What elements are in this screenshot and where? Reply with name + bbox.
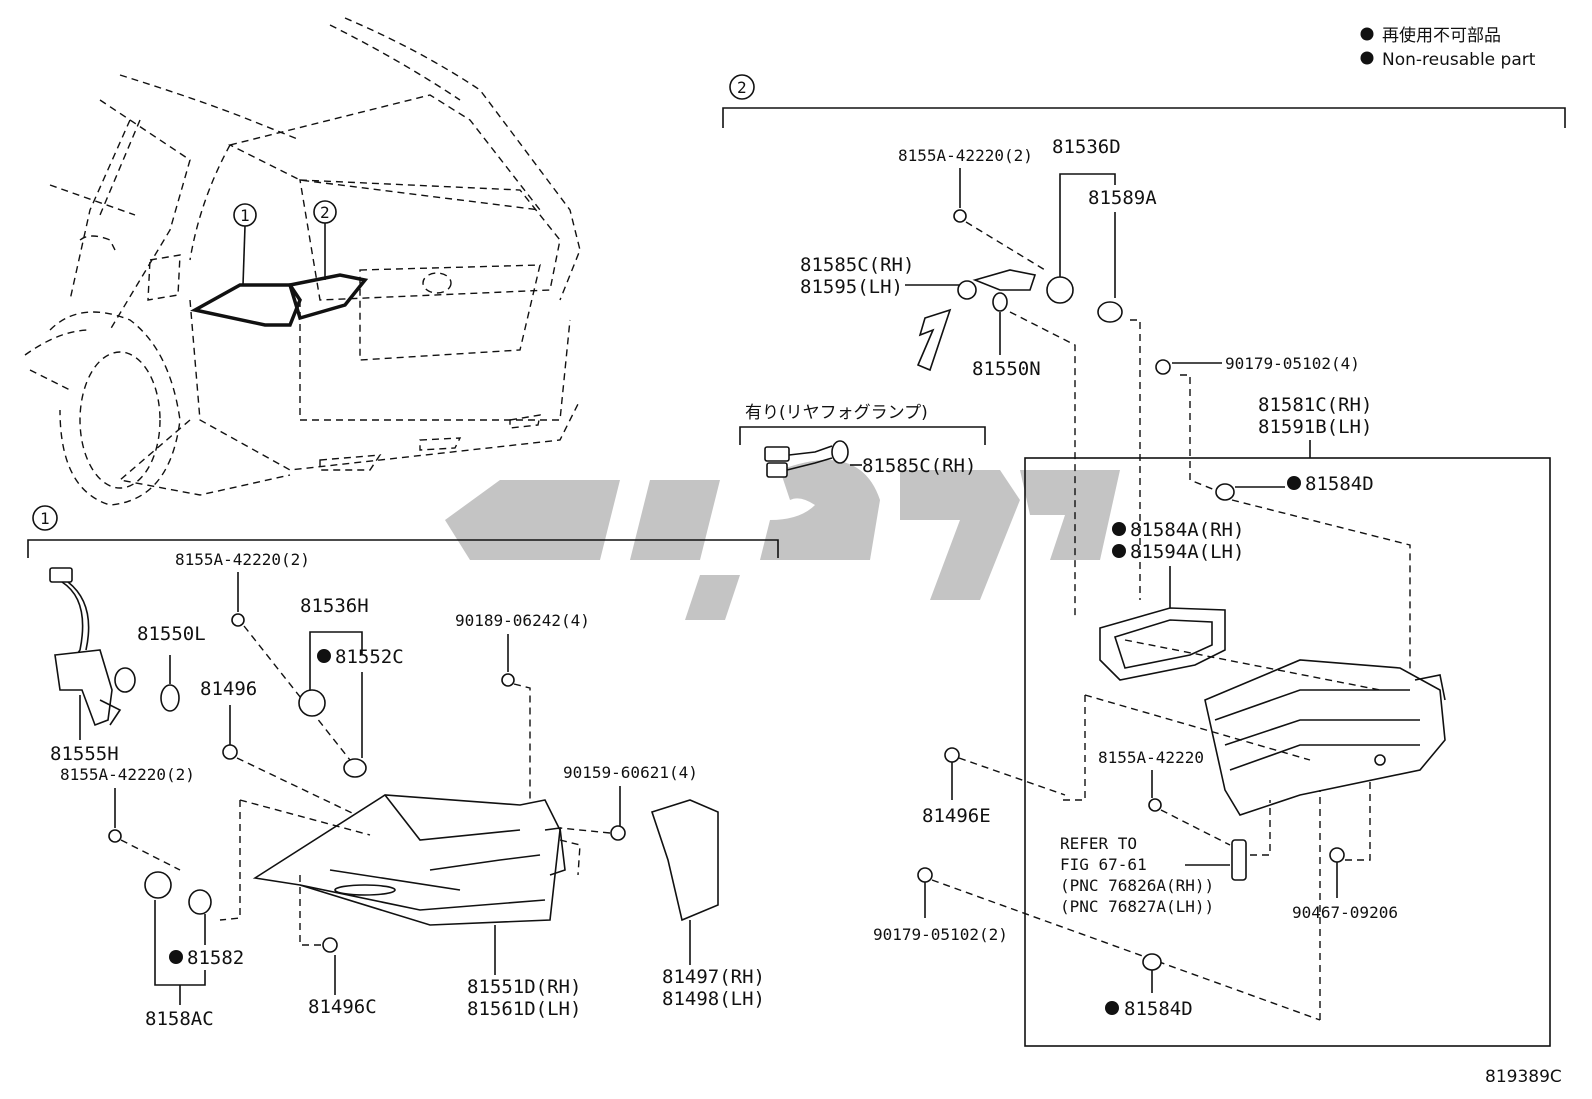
vehicle-overview: 1 2 — [24, 17, 581, 506]
nut-icon — [1155, 359, 1171, 375]
legend: 再使用不可部品 Non-reusable part — [1360, 25, 1536, 70]
label-90189-06242: 90189-06242(4) — [455, 611, 590, 630]
screw-icon — [108, 829, 122, 843]
group-1-bracket — [27, 539, 779, 558]
label-81585C-fog: 81585C(RH) — [862, 455, 976, 477]
vehicle-callout-1: 1 — [240, 206, 250, 225]
vehicle-callout-2: 2 — [320, 203, 330, 222]
non-reusable-bullet-icon — [317, 649, 331, 663]
label-81582: 81582 — [187, 947, 244, 969]
gasket-icon — [188, 889, 212, 915]
label-81594A: 81594A(LH) — [1130, 541, 1244, 563]
lamp-outline-1 — [190, 283, 302, 327]
label-81550L: 81550L — [137, 623, 206, 645]
label-81584D-a: 81584D — [1305, 473, 1374, 495]
figure-id: 819389C — [1485, 1067, 1562, 1087]
label-90159-60621: 90159-60621(4) — [563, 763, 698, 782]
part-81585C-socket-wire — [957, 269, 1037, 312]
label-90179-05102-b: 90179-05102(2) — [873, 925, 1008, 944]
label-81555H: 81555H — [50, 743, 119, 765]
label-8158AC: 8158AC — [145, 1008, 214, 1030]
part-81589A-gasket — [1097, 301, 1123, 323]
part-81536D-socket — [1046, 276, 1074, 304]
refer-line-2: FIG 67-61 — [1060, 855, 1147, 874]
refer-line-1: REFER TO — [1060, 834, 1137, 853]
group-2-bracket — [722, 107, 1566, 128]
non-reusable-bullet-icon — [1112, 544, 1126, 558]
label-81551D: 81551D(RH) — [467, 976, 581, 998]
lamp-assembly-box — [1024, 457, 1551, 1047]
label-81561D: 81561D(LH) — [467, 998, 581, 1020]
part-81550L-bulb — [160, 684, 180, 712]
label-81496E: 81496E — [922, 805, 991, 827]
label-81536D: 81536D — [1052, 136, 1121, 158]
label-81496: 81496 — [200, 678, 257, 700]
label-81581C: 81581C(RH) — [1258, 394, 1372, 416]
group-2-number: 2 — [737, 78, 747, 97]
part-76826A-sensor — [1231, 839, 1247, 881]
screw-icon — [1148, 798, 1162, 812]
label-8155A-42220-c: 8155A-42220(2) — [898, 146, 1033, 165]
refer-line-4: (PNC 76827A(LH)) — [1060, 897, 1214, 916]
part-81555H-socket-wire — [49, 567, 136, 740]
screw-icon — [1329, 847, 1345, 863]
part-81497-garnish — [650, 799, 719, 922]
non-reusable-bullet-icon — [1112, 522, 1126, 536]
refer-line-3: (PNC 76826A(RH)) — [1060, 876, 1214, 895]
screw-icon — [231, 613, 245, 627]
label-81550N: 81550N — [972, 358, 1041, 380]
socket-icon — [144, 871, 172, 899]
label-81584D-b: 81584D — [1124, 998, 1193, 1020]
screw-icon — [501, 673, 515, 687]
grommet-icon — [1142, 953, 1162, 971]
part-fog-socket-wire — [764, 440, 849, 478]
clip-icon — [322, 937, 338, 953]
legend-bullet-icon — [1360, 51, 1374, 65]
non-reusable-bullet-icon — [169, 950, 183, 964]
grommet-icon — [222, 744, 238, 760]
label-81552C: 81552C — [335, 646, 404, 668]
non-reusable-bullet-icon — [1287, 476, 1301, 490]
label-90179-05102-a: 90179-05102(4) — [1225, 354, 1360, 373]
label-81585C: 81585C(RH) — [800, 254, 914, 276]
part-81552C-gasket — [343, 758, 367, 778]
label-81589A: 81589A — [1088, 187, 1157, 209]
label-90467-09206: 90467-09206 — [1292, 903, 1398, 922]
lamp-outline-2 — [287, 273, 369, 321]
label-8155A-42220-a: 8155A-42220(2) — [175, 550, 310, 569]
label-8155A-42220-b: 8155A-42220(2) — [60, 765, 195, 784]
arrow-icon — [916, 308, 952, 372]
part-81584A-gasket — [1099, 607, 1226, 681]
part-81581C-back-door-lamp — [1204, 659, 1446, 816]
label-81591B: 81591B(LH) — [1258, 416, 1372, 438]
group-1: 1 81555H 81550L 8155A-42220(2) 81496 815… — [27, 505, 779, 1030]
label-81536H: 81536H — [300, 595, 369, 617]
part-81551D-rear-combination-lamp — [252, 794, 566, 926]
label-81497: 81497(RH) — [662, 966, 765, 988]
screw-icon — [953, 209, 967, 223]
nut-icon — [610, 825, 626, 841]
label-81498: 81498(LH) — [662, 988, 765, 1010]
group-1-number: 1 — [40, 509, 50, 528]
grommet-icon — [1215, 483, 1235, 501]
group-2: 2 8155A-42220(2) 81536D 81589A 81585C(RH… — [722, 74, 1566, 1047]
clip-icon — [944, 747, 960, 763]
legend-jp-text: 再使用不可部品 — [1382, 25, 1501, 46]
label-fog-option: 有り(リヤフォグランプ) — [745, 403, 928, 423]
label-81496C: 81496C — [308, 996, 377, 1018]
part-81536H-socket — [298, 689, 326, 717]
legend-en-text: Non-reusable part — [1382, 50, 1536, 70]
label-81584A: 81584A(RH) — [1130, 519, 1244, 541]
non-reusable-bullet-icon — [1105, 1001, 1119, 1015]
label-81595: 81595(LH) — [800, 276, 903, 298]
nut-icon — [917, 867, 933, 883]
legend-bullet-icon — [1360, 27, 1374, 41]
label-8155A-42220-d: 8155A-42220 — [1098, 748, 1204, 767]
